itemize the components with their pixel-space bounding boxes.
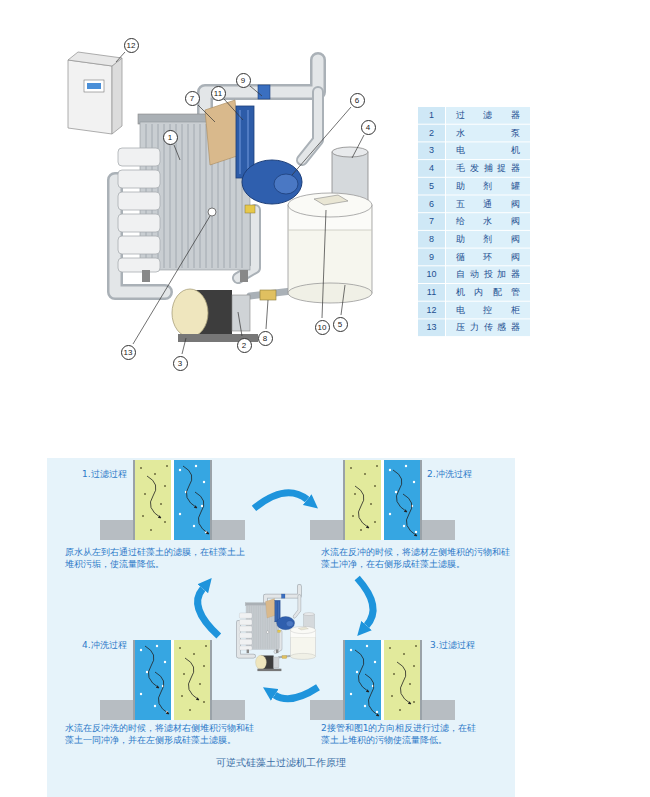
- step-description: 水流在反冲洗的时候，将滤材右侧堆积污物和硅藻土一同冲净，并在左侧形成硅藻土滤膜。: [65, 722, 261, 746]
- callout-number: 12: [124, 38, 139, 53]
- callout-number: 1: [163, 130, 178, 145]
- table-cell: 电 机: [456, 142, 520, 159]
- table-number: 8: [418, 231, 445, 248]
- step-heading: 3.过滤过程: [430, 640, 475, 651]
- table-cell: 过 滤 器: [456, 107, 520, 124]
- cycle-arrow: [254, 493, 307, 509]
- callout-number: 7: [185, 91, 200, 106]
- table-number: 3: [418, 142, 445, 159]
- callout-number: 2: [237, 338, 252, 353]
- table-number: 11: [418, 284, 445, 301]
- table-cell: 压力传感器: [456, 319, 520, 336]
- process-panel: 1.过滤过程原水从左到右通过硅藻土的滤膜，在硅藻土上堆积污垢，使流量降低。: [62, 462, 254, 578]
- table-number: 6: [418, 196, 445, 213]
- table-cell: 自动投加器: [456, 266, 520, 283]
- figure-caption: 可逆式硅藻土过滤机工作原理: [47, 756, 515, 769]
- table-cell: 电 控 柜: [456, 302, 520, 319]
- table-cell: 水 泵: [456, 125, 520, 142]
- table-cell: 助 剂 罐: [456, 178, 520, 195]
- callout-number: 13: [121, 345, 136, 360]
- table-number: 12: [418, 302, 445, 319]
- table-cell: 循 环 阀: [456, 249, 520, 266]
- step-heading: 1.过滤过程: [82, 469, 127, 480]
- table-number: 7: [418, 213, 445, 230]
- table-number: 10: [418, 266, 445, 283]
- callout-number: 3: [173, 356, 188, 371]
- step-description: 原水从左到右通过硅藻土的滤膜，在硅藻土上堆积污垢，使流量降低。: [65, 546, 251, 570]
- table-number: 13: [418, 319, 445, 336]
- step-description: 水流在反冲的时候，将滤材左侧堆积的污物和硅藻土冲净，在右侧形成硅藻土滤膜。: [321, 546, 511, 570]
- callout-number: 8: [258, 331, 273, 346]
- table-cell: 机 内 配 管: [456, 284, 520, 301]
- callout-number: 5: [333, 317, 348, 332]
- table-number: 5: [418, 178, 445, 195]
- callout-number: 4: [361, 120, 376, 135]
- callout-number: 6: [350, 93, 365, 108]
- process-panel: 4.冲洗过程水流在反冲洗的时候，将滤材右侧堆积污物和硅藻土一同冲净，并在左侧形成…: [62, 636, 263, 750]
- process-panel: 2.冲洗过程水流在反冲的时候，将滤材左侧堆积的污物和硅藻土冲净，在右侧形成硅藻土…: [318, 462, 514, 578]
- callout-number: 11: [211, 86, 226, 101]
- step-heading: 4.冲洗过程: [82, 640, 127, 651]
- step-heading: 2.冲洗过程: [427, 469, 472, 480]
- cycle-arrow: [275, 687, 318, 698]
- table-cell: 毛发捕捉器: [456, 160, 520, 177]
- step-description: 2接管和图1的方向相反进行过滤，在硅藻土上堆积的污物使流量降低。: [321, 722, 481, 746]
- callout-number: 9: [236, 73, 251, 88]
- table-number: 9: [418, 249, 445, 266]
- cycle-arrow: [198, 589, 219, 636]
- table-number: 2: [418, 125, 445, 142]
- cycle-arrow: [357, 578, 373, 626]
- table-number: 4: [418, 160, 445, 177]
- table-cell: 五 通 阀: [456, 196, 520, 213]
- process-panel: 3.过滤过程 2接管和图1的方向相反进行过滤，在硅藻土上堆积的污物使流量降低。: [318, 636, 514, 750]
- table-number: 1: [418, 107, 445, 124]
- callout-number: 10: [315, 320, 330, 335]
- table-cell: 给 水 阀: [456, 213, 520, 230]
- table-cell: 助 剂 阀: [456, 231, 520, 248]
